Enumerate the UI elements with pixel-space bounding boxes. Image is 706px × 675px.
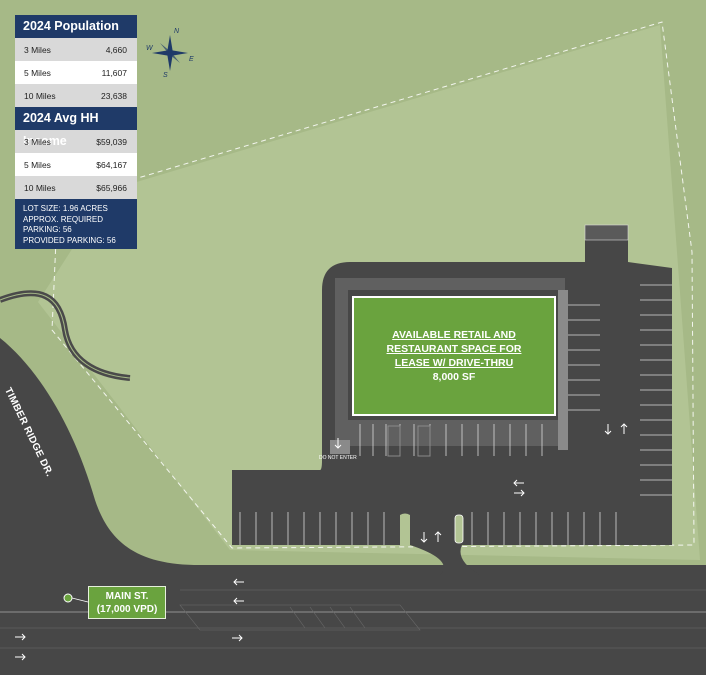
compass-icon (152, 35, 188, 71)
available-building: AVAILABLE RETAIL AND RESTAURANT SPACE FO… (352, 296, 556, 416)
main-street-road (0, 565, 706, 675)
income-title: 2024 Avg HH Income (15, 107, 137, 148)
compass-west: W (146, 45, 153, 52)
main-street-tag: MAIN ST. (17,000 VPD) (88, 586, 166, 619)
location-marker-icon (63, 593, 73, 603)
building-size: 8,000 SF (432, 371, 476, 383)
table-row: 5 Miles$64,167 (15, 153, 137, 176)
ada-hatch (387, 425, 431, 457)
traffic-arrows (15, 423, 628, 661)
do-not-enter-label: DO NOT ENTER (319, 455, 357, 461)
compass-north: N (174, 28, 180, 35)
timber-ridge-road (0, 338, 200, 600)
population-title: 2024 Population (15, 15, 137, 38)
lot-info: LOT SIZE: 1.96 ACRES APPROX. REQUIRED PA… (15, 199, 137, 249)
property-boundary (51, 21, 695, 549)
parking-stripes (239, 284, 672, 545)
compass-east: E (189, 56, 194, 63)
compass-south: S (163, 72, 168, 79)
table-row: 3 Miles$59,039 (15, 130, 137, 153)
table-row: 10 Miles$65,966 (15, 176, 137, 199)
